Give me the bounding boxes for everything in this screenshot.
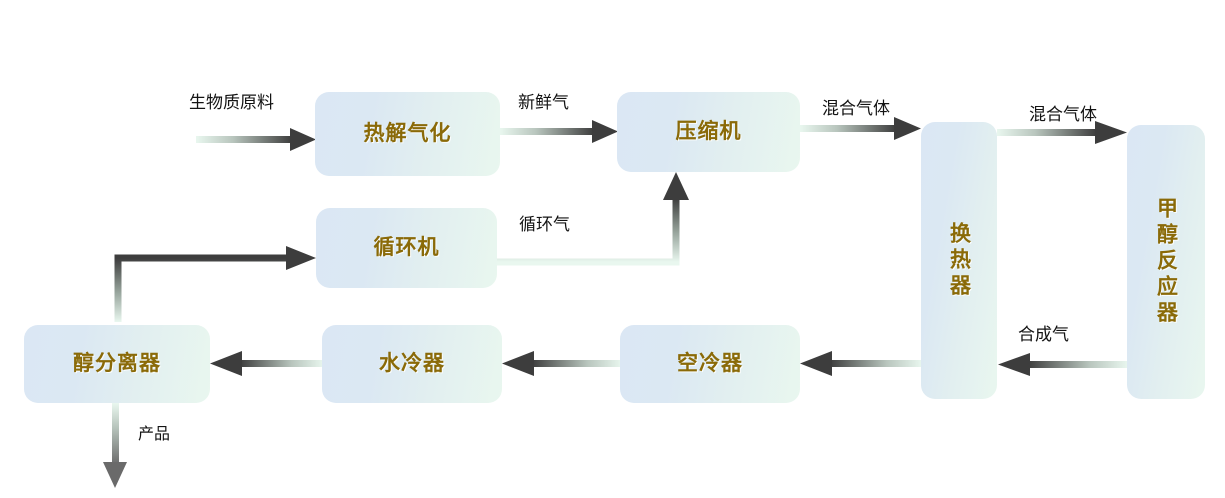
node-air-cooler[interactable]: 空冷器 [620,325,800,403]
flow-circulator-to-compressor [497,172,689,266]
node-pyrolysis[interactable]: 热解气化 [315,92,500,176]
flow-compressor-to-exchanger [800,117,921,140]
node-pyrolysis-label: 热解气化 [363,122,452,146]
node-circulator[interactable]: 循环机 [316,208,497,288]
edge-label-mixed-gas-2: 混合气体 [1029,105,1097,124]
flow-exchanger-to-reactor [997,121,1127,144]
flow-separator-to-product [103,403,127,488]
node-compressor-label: 压缩机 [675,120,742,144]
edge-label-product: 产品 [138,426,171,443]
node-heat-exchanger[interactable]: 换热器 [921,122,997,399]
node-alcohol-separator[interactable]: 醇分离器 [24,325,210,403]
flow-feed-to-pyrolysis [196,128,316,151]
flow-watercooler-to-separator [210,351,324,376]
edge-label-recycle-gas: 循环气 [519,215,570,234]
node-methanol-reactor-label: 甲醇反应器 [1154,197,1178,327]
node-air-cooler-label: 空冷器 [677,352,743,376]
node-circulator-label: 循环机 [373,236,440,260]
edge-label-mixed-gas-1: 混合气体 [822,99,890,118]
flow-reactor-to-exchanger [998,353,1128,376]
flow-aircooler-to-watercooler [502,351,622,376]
node-heat-exchanger-label: 换热器 [947,221,971,300]
node-alcohol-separator-label: 醇分离器 [73,352,161,376]
node-methanol-reactor[interactable]: 甲醇反应器 [1127,125,1205,399]
flow-pyrolysis-to-compressor [500,120,618,143]
node-water-cooler-label: 水冷器 [379,352,445,376]
node-water-cooler[interactable]: 水冷器 [322,325,502,403]
edge-label-fresh-gas: 新鲜气 [518,93,569,112]
edge-label-biomass-feed: 生物质原料 [189,93,274,112]
flow-separator-to-circulator [114,246,316,322]
edge-label-syngas: 合成气 [1018,325,1069,344]
node-compressor[interactable]: 压缩机 [617,92,800,172]
flow-exchanger-to-aircooler [800,351,922,376]
